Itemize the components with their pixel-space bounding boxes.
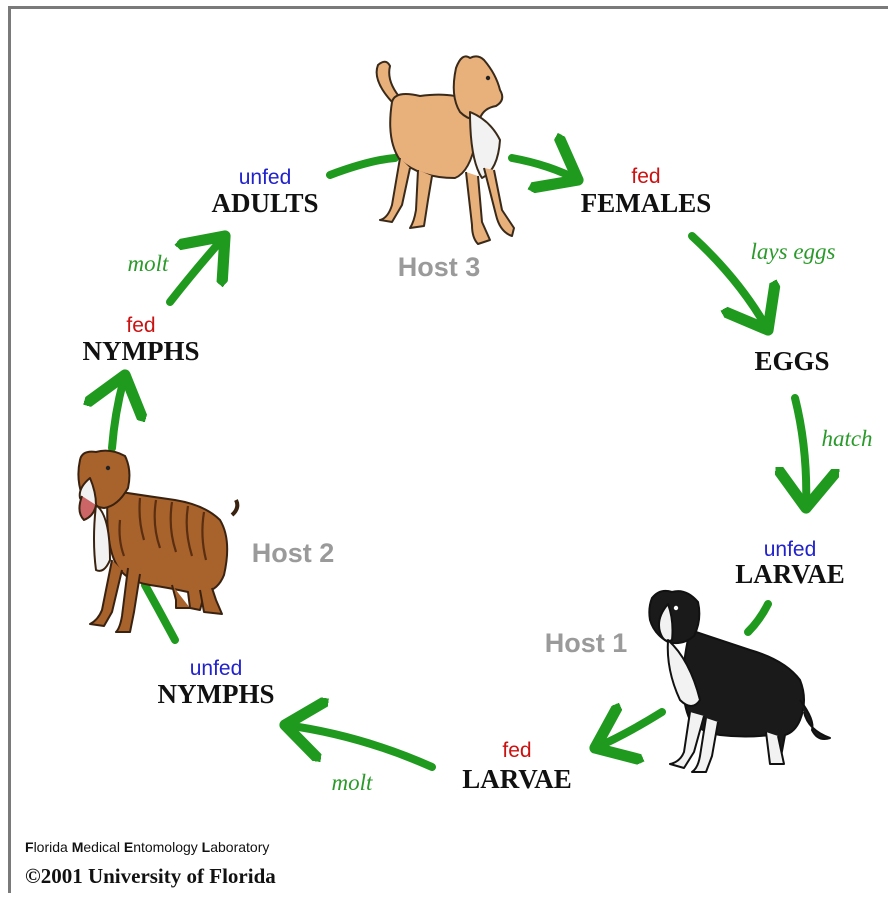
arrow-fed-larvae-to-nymphs [285,725,432,767]
arrow-eggs-to-larvae [795,398,806,508]
arrow-host3-to-females [512,158,578,180]
credit-rest-f: lorida [34,839,72,855]
credit-initial-m: M [72,839,84,855]
host3-label: Host 3 [398,252,481,282]
credit-copyright: ©2001 University of Florida [25,864,276,888]
host3-dog-illustration [377,56,514,244]
larvae-fed-label: LARVAE [462,764,572,794]
arrow-nymphs-to-host2 [145,585,175,640]
transition-lays-eggs: lays eggs [751,239,836,264]
females-state: fed [631,165,660,188]
transition-molt-left: molt [128,251,170,276]
stage-adults: unfed ADULTS [211,166,318,218]
stage-eggs: EGGS [754,346,829,376]
nymphs-fed-label: NYMPHS [83,336,200,366]
stage-females: fed FEMALES [581,165,712,218]
arrow-larvae-to-host1 [748,604,768,632]
arrow-fed-nymphs-to-adults [170,236,225,302]
females-label: FEMALES [581,188,712,218]
stage-nymphs-unfed: unfed NYMPHS [158,657,275,709]
larvae-unfed-label: LARVAE [735,559,845,589]
adults-label: ADULTS [211,188,318,218]
adults-state: unfed [239,166,292,189]
credit-rest-m: edical [83,839,123,855]
eggs-label: EGGS [754,346,829,376]
stage-nymphs-fed: fed NYMPHS [83,314,200,366]
stage-larvae-fed: fed LARVAE [462,739,572,794]
credit-rest-e: ntomology [133,839,201,855]
transition-molt-bottom: molt [332,770,374,795]
nymphs-unfed-label: NYMPHS [158,679,275,709]
transition-hatch: hatch [821,426,872,451]
credit-initial-e: E [124,839,133,855]
arrow-host1-to-fed-larvae [595,712,662,748]
nymphs-unfed-state: unfed [190,657,243,680]
host2-label: Host 2 [252,538,335,568]
stage-larvae-unfed: unfed LARVAE [735,538,845,589]
larvae-fed-state: fed [502,739,531,762]
nymphs-fed-state: fed [126,314,155,337]
larvae-unfed-state: unfed [764,538,817,561]
credit-laboratory: Florida Medical Entomology Laboratory [25,839,269,855]
host1-dog-illustration [649,591,830,772]
arrow-host2-to-fed-nymphs [112,375,125,448]
host1-label: Host 1 [545,628,628,658]
arrow-adults-to-host3 [330,158,395,175]
credit-rest-l: aboratory [210,839,269,855]
